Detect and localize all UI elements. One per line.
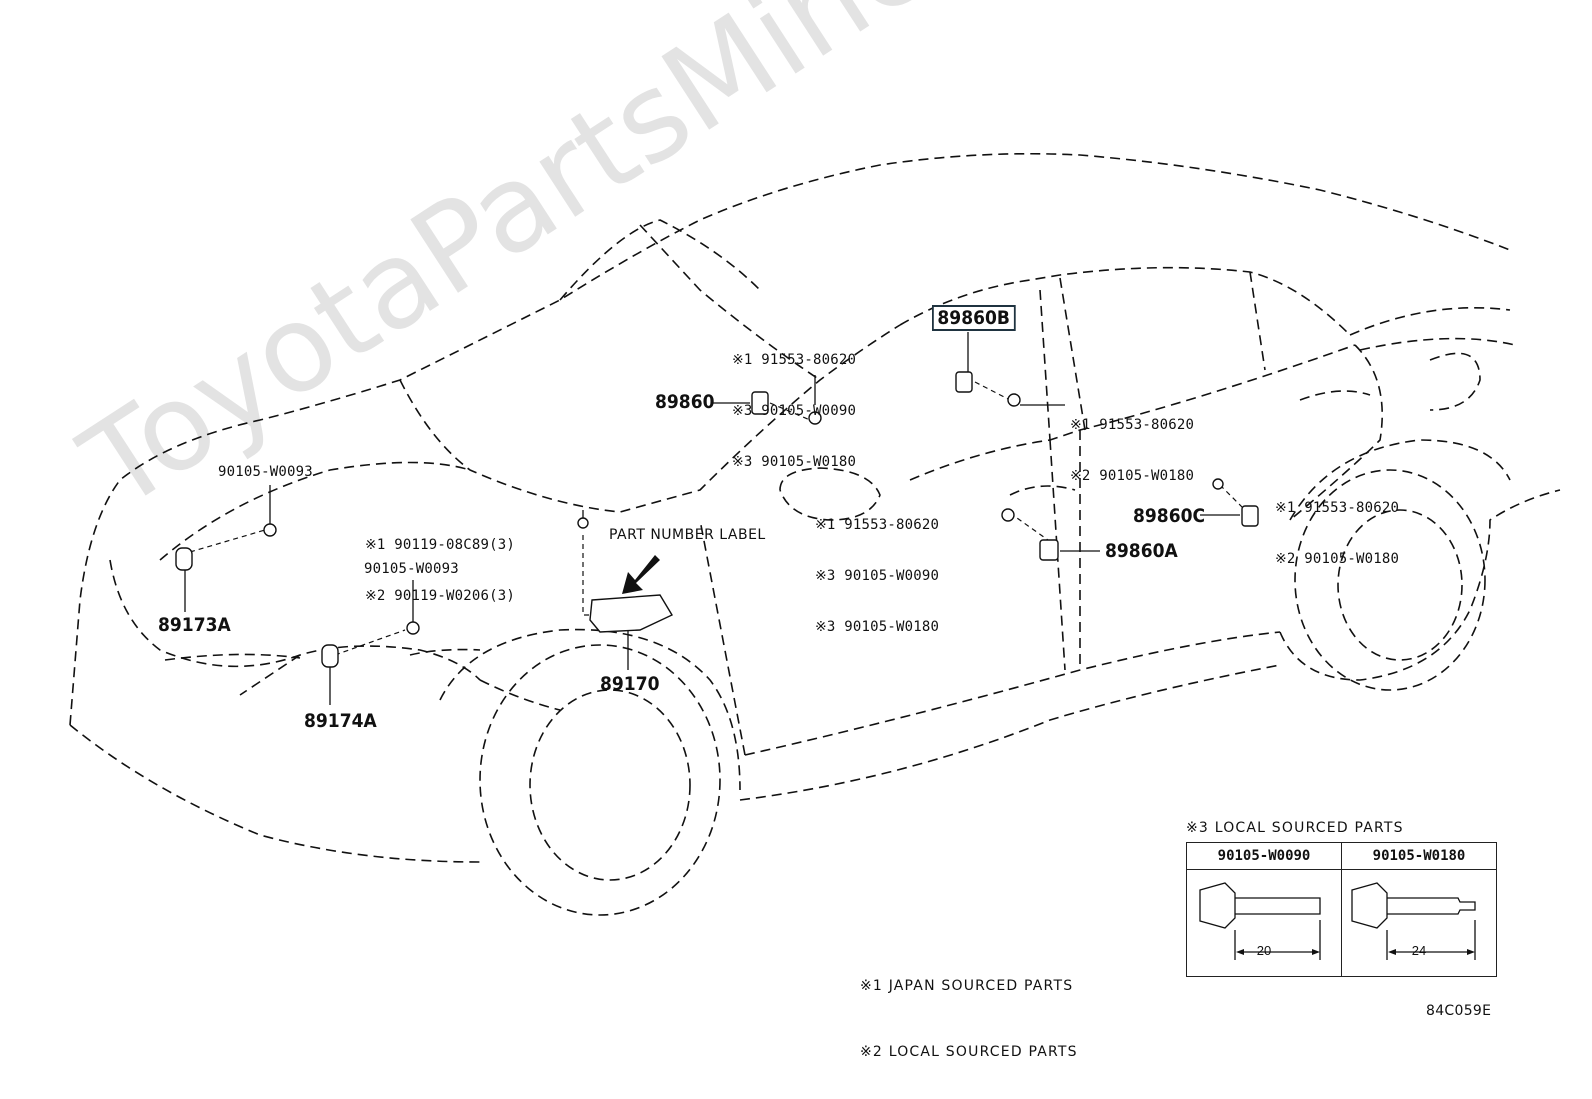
callout-c7: 90105-W0093 — [364, 561, 459, 577]
sensor-89860-icon — [751, 391, 769, 415]
callout-c4: ※1 91553-80620 ※2 90105-W0180 — [1275, 466, 1399, 585]
callout-c1-line3: ※3 90105-W0180 — [732, 454, 857, 470]
callout-c5-line2: ※2 90119-W0206(3) — [365, 588, 515, 604]
note-local: ※2 LOCAL SOURCED PARTS — [860, 1044, 1078, 1060]
callout-c1-line2: ※3 90105-W0090 — [732, 403, 857, 419]
callout-c1: ※1 91553-80620 ※3 90105-W0090 ※3 90105-W… — [732, 318, 856, 488]
callout-c3-line3: ※3 90105-W0180 — [815, 619, 940, 635]
part-89173a: 89173A — [158, 614, 231, 636]
sensor-89860b-icon — [955, 371, 973, 393]
callout-c6: 90105-W0093 — [218, 464, 313, 480]
notes: ※1 JAPAN SOURCED PARTS ※2 LOCAL SOURCED … — [860, 931, 1078, 1085]
callout-c2: ※1 91553-80620 ※2 90105-W0180 — [1070, 383, 1194, 502]
sensor-89860a-icon — [1039, 539, 1059, 561]
airbag-ecu-icon — [589, 594, 673, 633]
car-outline — [69, 152, 1511, 726]
callout-c2-line2: ※2 90105-W0180 — [1070, 468, 1195, 484]
callout-c4-line2: ※2 90105-W0180 — [1275, 551, 1400, 567]
callout-c3: ※1 91553-80620 ※3 90105-W0090 ※3 90105-W… — [815, 483, 939, 653]
bolt-length-1: 20 — [1256, 943, 1272, 958]
sensor-89174a-icon — [321, 644, 339, 668]
callout-c2-line1: ※1 91553-80620 — [1070, 417, 1195, 433]
local-parts-table: 90105-W0090 90105-W0180 20 24 — [1186, 842, 1497, 977]
callout-c3-line2: ※3 90105-W0090 — [815, 568, 940, 584]
part-89170: 89170 — [600, 673, 660, 695]
label-arrow-icon — [622, 555, 660, 594]
part-89860c: 89860C — [1133, 505, 1206, 527]
part-89860a: 89860A — [1105, 540, 1178, 562]
callout-c5-line1: ※1 90119-08C89(3) — [365, 537, 515, 553]
sensor-89173a-icon — [175, 547, 193, 571]
part-89860: 89860 — [655, 391, 715, 413]
local-col-header-1: 90105-W0090 — [1186, 842, 1342, 870]
figure-code: 84C059E — [1426, 1003, 1492, 1019]
local-col-header-2: 90105-W0180 — [1341, 842, 1497, 870]
callout-c4-line1: ※1 91553-80620 — [1275, 500, 1400, 516]
part-89174a: 89174A — [304, 710, 377, 732]
local-col-drawing-1: 20 — [1186, 869, 1342, 977]
callout-c1-line1: ※1 91553-80620 — [732, 352, 857, 368]
bolt-length-2: 24 — [1411, 943, 1427, 958]
sensor-89860c-icon — [1241, 505, 1259, 527]
local-table-title: ※3 LOCAL SOURCED PARTS — [1186, 820, 1404, 836]
local-col-drawing-2: 24 — [1341, 869, 1497, 977]
part-number-label: PART NUMBER LABEL — [609, 527, 766, 543]
callout-c5: ※1 90119-08C89(3) ※2 90119-W0206(3) — [365, 503, 515, 622]
part-89860b: 89860B — [932, 305, 1016, 331]
callout-c3-line1: ※1 91553-80620 — [815, 517, 940, 533]
note-japan: ※1 JAPAN SOURCED PARTS — [860, 978, 1074, 994]
